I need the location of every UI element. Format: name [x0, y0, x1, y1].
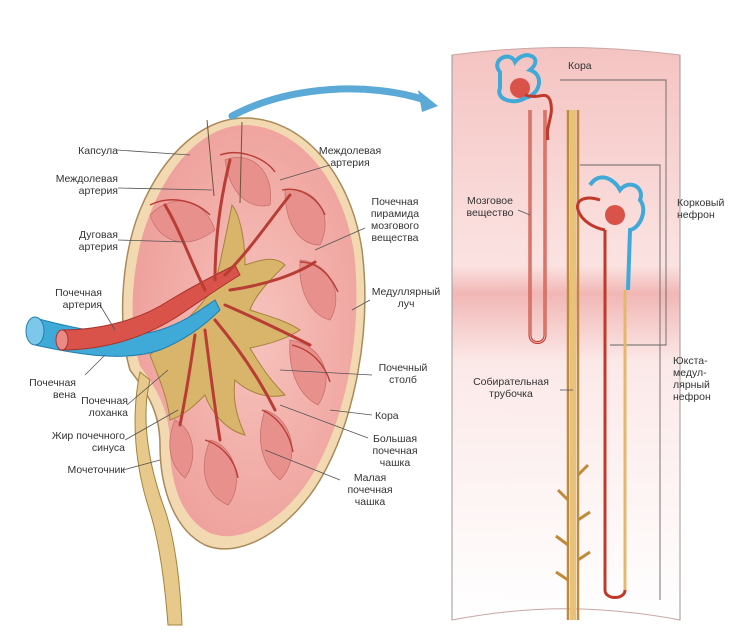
label-sinus-fat: Жир почечного синуса: [51, 430, 125, 454]
label-medullary-ray: Медуллярный луч: [371, 286, 441, 310]
arterial-branches: [163, 158, 317, 442]
label-renal-pyramid: Почечная пирамида мозгового вещества: [370, 196, 420, 244]
label-renal-column: Почечный столб: [378, 362, 428, 386]
ureter: [134, 371, 183, 626]
label-interlobar-artery-top: Междолевая артерия: [318, 145, 382, 169]
label-cortex-column: Кора: [568, 60, 592, 72]
arcuate-arteries: [149, 152, 339, 479]
label-renal-artery: Почечная артерия: [55, 287, 102, 311]
kidney: [25, 117, 366, 626]
zoom-arrow: [228, 85, 429, 120]
collecting-duct: [566, 110, 580, 620]
label-arcuate-artery: Дуговая артерия: [78, 229, 118, 253]
label-capsule: Капсула: [78, 145, 118, 157]
label-collecting-duct: Собирательная трубочка: [473, 376, 549, 400]
label-minor-calyx: Малая почечная чашка: [347, 472, 393, 508]
glomerulus-bottom: [575, 175, 646, 291]
glomerulus-top: [495, 53, 553, 141]
label-renal-pelvis: Почечная лоханка: [81, 395, 128, 419]
nephron-column: [451, 47, 681, 621]
label-cortex-kidney: Кора: [375, 410, 399, 422]
label-medulla: Мозговое вещество: [466, 195, 514, 219]
cortical-nephron-bracket: [560, 79, 667, 346]
label-renal-vein: Почечная вена: [29, 377, 76, 401]
renal-artery: [61, 264, 241, 351]
leader-lines: [84, 149, 573, 481]
label-major-calyx: Большая почечная чашка: [372, 433, 418, 469]
label-juxtamedullary-nephron: Юкста- медул- лярный нефрон: [673, 355, 711, 403]
label-interlobar-artery-left: Междолевая артерия: [55, 173, 118, 197]
label-cortical-nephron: Корковый нефрон: [677, 197, 725, 221]
label-ureter: Мочеточник: [67, 464, 125, 476]
duct-branches: [555, 463, 591, 582]
juxtamedullary-loop: [603, 230, 627, 599]
